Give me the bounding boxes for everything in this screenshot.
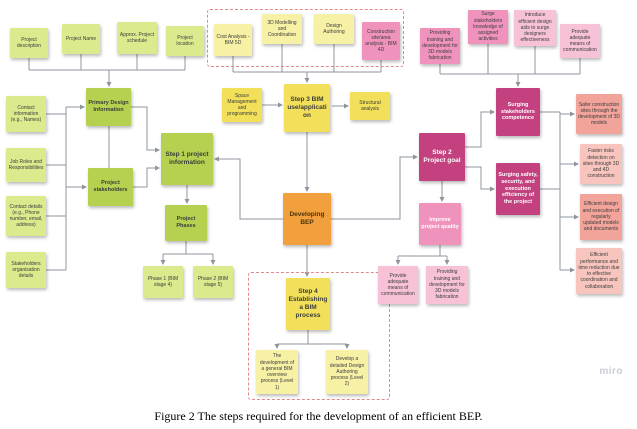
note-safer-sites: Safer construction sites through the dev…: [576, 94, 622, 134]
note-improve-quality: Improve project quality: [419, 203, 461, 245]
note-surging-competence: Surging stakeholders competence: [496, 88, 540, 136]
note-approx-schedule: Approx. Project schedule: [117, 22, 157, 54]
figure-caption: Figure 2 The steps required for the deve…: [154, 409, 483, 423]
note-detailed-authoring: Develop a detailed Design Authoring proc…: [326, 350, 368, 394]
note-stakeholders-org: Stakeholders organisation details: [6, 252, 46, 288]
mindmap-board: Project description Project Name Approx.…: [6, 9, 623, 400]
note-contact-details: Contact details (e.g., Phone number, ema…: [6, 196, 46, 236]
note-efficient-models: Efficient design and execution of regula…: [580, 194, 622, 240]
connector-lines: [28, 44, 581, 349]
note-adequate-comm-bottom: Provide adequate means of communication: [378, 266, 418, 304]
note-cost-analysis: Cost Analysis - BIM 5D: [214, 24, 252, 56]
note-surge-knowledge: Surge stakeholders knowledge of assigned…: [468, 10, 508, 44]
note-adequate-comm-top: Provide adequate means of communication: [560, 24, 600, 58]
note-step4: Step 4 Establishing a BIM process: [286, 278, 330, 330]
note-project-phases: Project Phases: [165, 205, 207, 241]
note-efficient-performance: Efficient performance and time reduction…: [576, 248, 622, 294]
note-job-roles: Job Roles and Responsibilities: [6, 148, 46, 182]
note-surging-safety: Surging safety, security, and execution …: [496, 163, 540, 215]
note-project-description: Project description: [10, 28, 48, 58]
note-primary-design-info: Primary Design Information: [86, 88, 131, 126]
note-developing-bep: Developing BEP: [283, 193, 331, 245]
note-design-authoring: Design Authoring: [314, 14, 354, 44]
note-project-stakeholders: Project stakeholders: [88, 168, 133, 206]
bim-use-frame: [207, 9, 404, 67]
note-faster-risks: Faster risks detection on sites through …: [580, 144, 622, 184]
bim-process-frame: [248, 272, 390, 400]
note-project-name: Project Name: [62, 24, 100, 54]
note-phase1: Phase 1 (BIM stage 4): [143, 266, 183, 298]
note-modelling-coordination: 3D Modelling and Coordination: [262, 14, 302, 44]
note-construction-site: Construction site/area analysis - BIM 4D: [362, 22, 400, 60]
note-step1: Step 1 project information: [161, 133, 213, 185]
note-general-overview: The development of a general BIM overvie…: [256, 350, 298, 394]
note-project-location: Project location: [166, 26, 204, 56]
miro-watermark: miro: [599, 366, 623, 377]
note-training-dev-top: Providing training and development for 3…: [420, 28, 460, 64]
note-training-dev-bottom: Providing training and development for 3…: [426, 266, 468, 304]
note-structural-analysis: Structural analysis: [350, 92, 390, 120]
note-contact-information: Contact information (e.g., Names): [6, 96, 46, 132]
note-phase2: Phase 2 (BIM stage 5): [193, 266, 233, 298]
note-space-management: Space Management and programming: [222, 88, 262, 122]
note-efficient-design-aids: Introduce efficient design aids to surge…: [514, 10, 556, 46]
note-step3: Step 3 BIM use/application: [284, 84, 330, 132]
note-step2: Step 2 Project goal: [419, 133, 465, 181]
